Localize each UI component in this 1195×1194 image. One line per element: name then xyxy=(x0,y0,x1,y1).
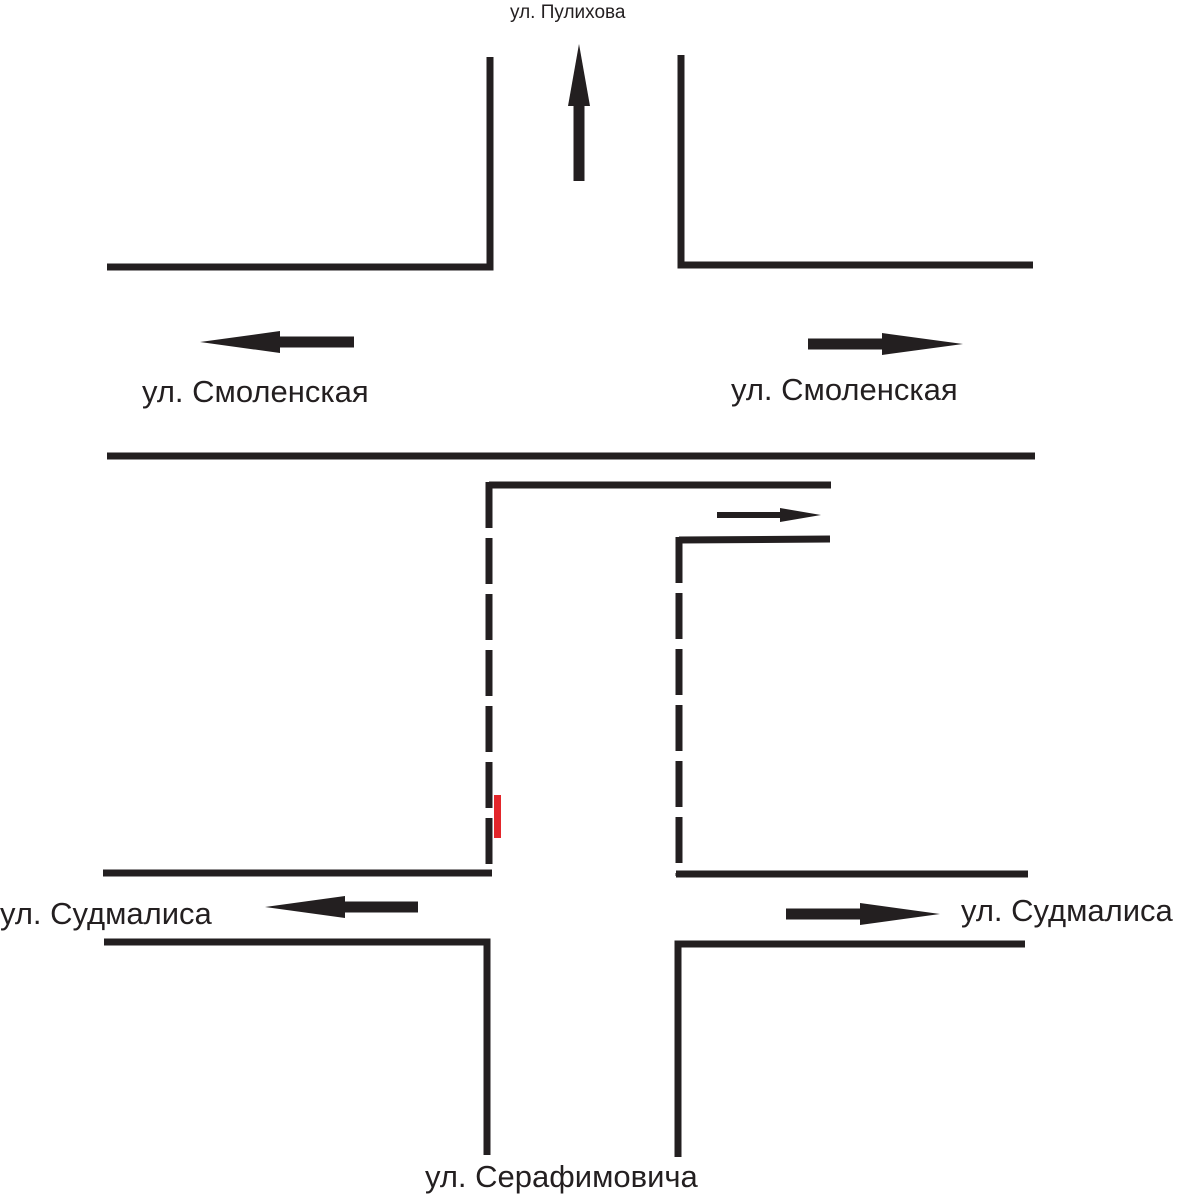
road-edge-southeast xyxy=(674,940,1025,1157)
street-label-sudmalisa-east: ул. Судмалиса xyxy=(961,893,1174,928)
street-label-smolenskaya-west: ул. Смоленская xyxy=(142,374,369,409)
street-label-pulikhova: ул. Пулихова xyxy=(510,2,626,23)
arrow-east-lower-icon xyxy=(786,903,940,925)
arrow-north-icon xyxy=(568,44,590,181)
street-label-smolenskaya-east: ул. Смоленская xyxy=(731,372,958,407)
arrow-west-lower-icon xyxy=(265,896,418,918)
road-edge-northwest xyxy=(107,57,494,271)
location-marker xyxy=(494,795,501,838)
arrow-east-small-icon xyxy=(717,508,821,522)
street-label-sudmalisa-west: ул. Судмалиса xyxy=(0,896,213,931)
road-edge-northeast xyxy=(677,55,1033,269)
road-edge-middle-inner xyxy=(678,535,831,544)
arrow-west-upper-icon xyxy=(200,331,354,353)
road-edge-southwest xyxy=(104,938,491,1155)
street-label-serafimovicha: ул. Серафимовича xyxy=(425,1159,699,1194)
arrow-east-upper-icon xyxy=(808,333,963,355)
